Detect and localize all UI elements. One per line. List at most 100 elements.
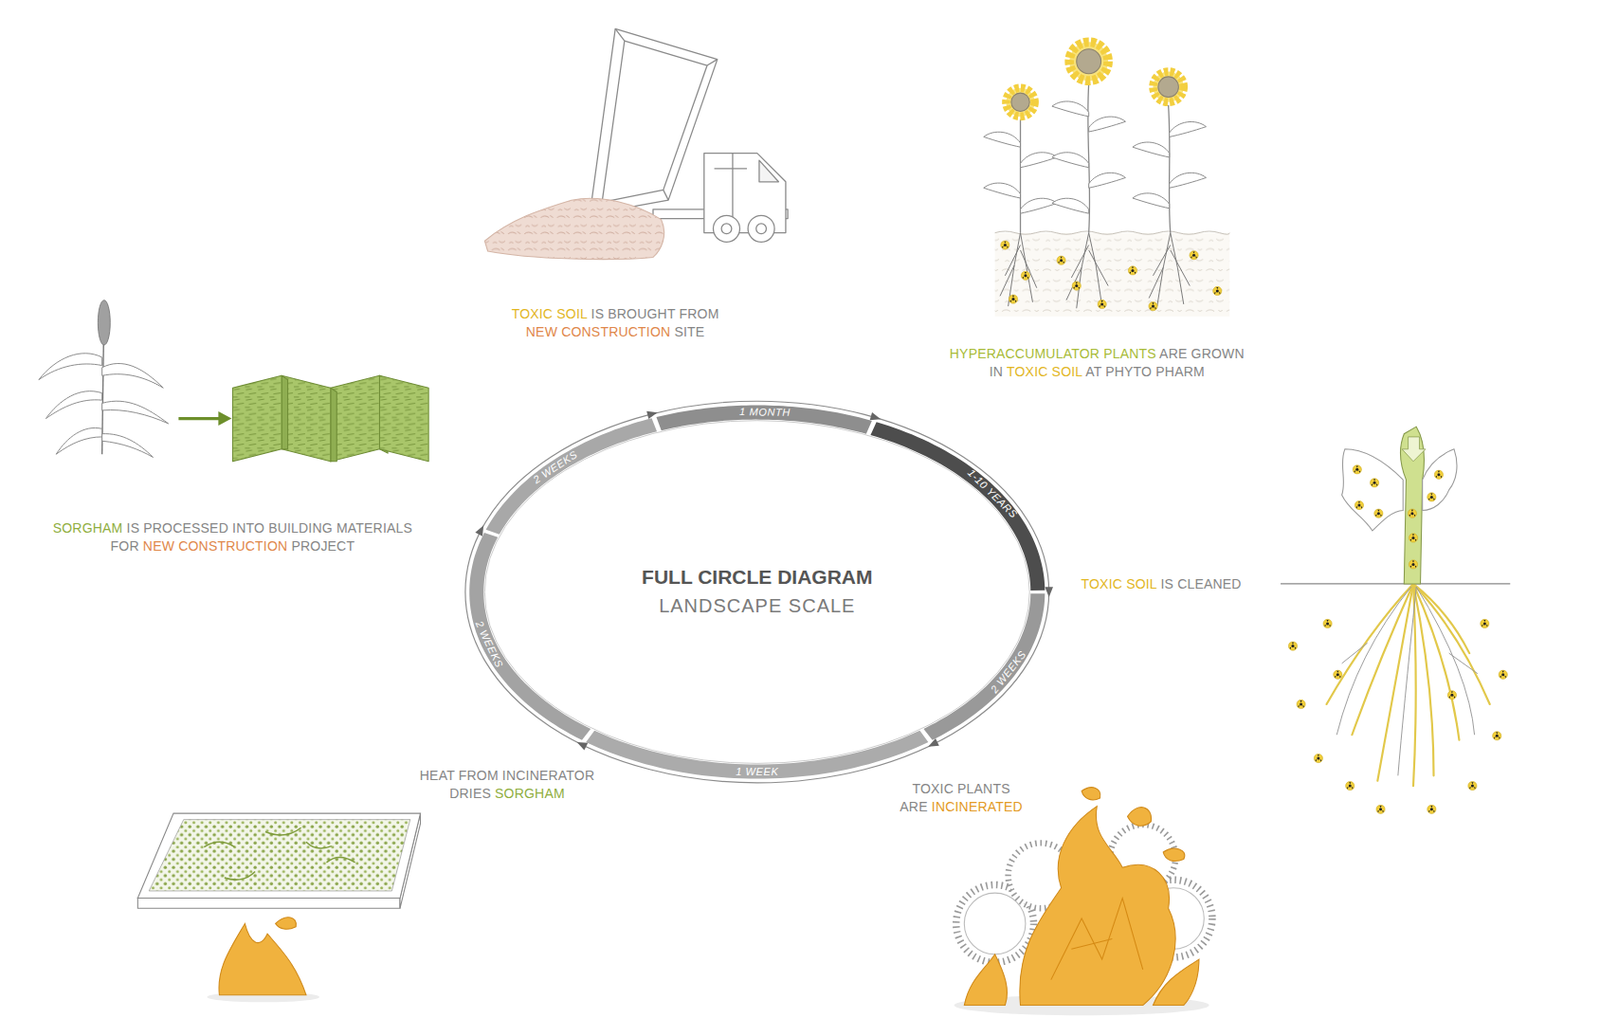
drying-tray	[218, 923, 307, 995]
sunflower-field	[1189, 251, 1199, 260]
sunflower-field	[983, 131, 1021, 147]
building-panels	[330, 387, 337, 462]
caption-part: DRIES	[449, 785, 495, 801]
sunflower-field	[1169, 121, 1207, 137]
cleaning-plant	[1498, 670, 1508, 679]
duration-segment	[469, 532, 591, 741]
incinerator-fire	[963, 892, 1026, 955]
cleaning-plant	[1408, 560, 1418, 569]
building-panels	[232, 375, 388, 461]
cleaning-plant	[1354, 500, 1364, 510]
sunflower-field	[1005, 88, 1035, 117]
cleaning-plant	[1326, 583, 1490, 786]
sunflower-field	[1019, 119, 1021, 233]
sunflower-field	[1005, 41, 1183, 117]
caption-part: SITE	[670, 324, 705, 340]
incinerator-fire	[963, 787, 1200, 1006]
caption-part: IS PROCESSED INTO BUILDING MATERIALS	[122, 520, 413, 536]
caption-part: TOXIC SOIL	[1081, 576, 1158, 592]
incinerator-fire	[1019, 806, 1176, 1006]
drying-tray	[137, 898, 400, 910]
building-panels	[281, 375, 288, 450]
cleaning-plant	[1296, 699, 1306, 709]
cleaning-plant	[1313, 753, 1323, 763]
sunflower-field	[1020, 83, 1171, 233]
incinerator-fire	[963, 954, 1007, 1006]
cleaning-plant	[1323, 618, 1332, 628]
building-panels	[232, 375, 282, 461]
caption-part: FOR	[110, 538, 144, 554]
building-panels	[330, 375, 381, 461]
sunflower-field	[1056, 255, 1066, 265]
sorghum-plant	[45, 391, 102, 419]
sunflower-field	[1148, 301, 1158, 310]
caption-part: SORGHAM	[53, 520, 124, 536]
duration-label: 2 WEEKS	[472, 618, 506, 671]
sunflower-field	[995, 231, 1231, 235]
sunflower-field	[1011, 92, 1030, 111]
sunflower-field	[1069, 41, 1109, 81]
cleaning-plant	[1374, 509, 1383, 518]
caption-part: TOXIC PLANTS	[911, 781, 1010, 797]
sunflower-field	[1072, 281, 1081, 291]
caption-part: NEW CONSTRUCTION	[143, 538, 289, 554]
sunflower-field	[1020, 198, 1058, 214]
cleaning-plant	[1345, 781, 1355, 790]
caption-part: PROJECT	[287, 538, 355, 554]
sorghum-plant	[102, 434, 154, 458]
building-panels-front	[379, 375, 429, 461]
cycle-arrowhead	[646, 411, 657, 419]
sunflower-field	[1020, 152, 1058, 168]
cycle-arrowhead	[870, 412, 882, 420]
sorghum-plant	[38, 353, 169, 458]
dump-truck	[615, 28, 625, 41]
cleaning-plant	[1288, 465, 1508, 815]
cycle-inner-line	[484, 420, 1030, 764]
diagram-subtitle: LANDSCAPE SCALE	[658, 594, 855, 618]
cleaning-plant	[1280, 426, 1510, 814]
building-panels-front	[379, 375, 429, 461]
cleaning-plant	[1422, 449, 1457, 511]
dump-truck	[663, 189, 669, 200]
duration-label: 1 WEEK	[735, 764, 779, 778]
sunflower-field	[1000, 233, 1037, 308]
sunflower-field	[1152, 72, 1183, 103]
dump-truck	[589, 28, 718, 215]
caption-part: IN	[989, 363, 1007, 380]
sunflower-field	[1020, 271, 1030, 280]
cleaning-plant	[1401, 436, 1426, 462]
sunflower-field	[1158, 76, 1180, 98]
process-arrow	[178, 411, 232, 426]
caption-part: INCINERATED	[931, 799, 1023, 815]
caption-part: TOXIC SOIL	[511, 306, 588, 322]
caption-part: IS CLEANED	[1156, 576, 1241, 592]
caption-part: NEW CONSTRUCTION	[526, 324, 672, 340]
cycle-arrowhead	[927, 738, 940, 747]
sunflower-field	[983, 182, 1021, 199]
sunflower-field	[995, 233, 1231, 317]
dump-truck	[721, 223, 732, 235]
building-panels	[281, 375, 331, 461]
sunflower-field	[1089, 172, 1127, 188]
stage-caption: SORGHAM IS PROCESSED INTO BUILDING MATER…	[53, 519, 413, 556]
stage-caption: HYPERACCUMULATOR PLANTS ARE GROWN IN TOX…	[949, 345, 1245, 382]
sunflower-field	[1052, 152, 1090, 168]
cleaning-plant	[1413, 583, 1459, 741]
sorghum-plant	[38, 300, 169, 458]
cleaning-plant	[1407, 509, 1417, 518]
sunflower-field	[1000, 240, 1010, 250]
caption-part: ARE GROWN	[1156, 345, 1245, 362]
cycle-arrowhead	[577, 742, 589, 751]
dump-truck	[747, 215, 775, 242]
incinerator-fire	[1127, 807, 1152, 827]
duration-label: 2 WEEKS	[530, 448, 580, 487]
sunflower-field	[1132, 142, 1170, 158]
cleaning-plant	[1376, 804, 1385, 814]
cleaning-plant	[1333, 670, 1343, 679]
dump-truck	[714, 167, 747, 169]
process-arrow	[218, 411, 232, 426]
cleaning-plant	[1480, 618, 1490, 628]
cleaning-plant	[1413, 583, 1435, 776]
